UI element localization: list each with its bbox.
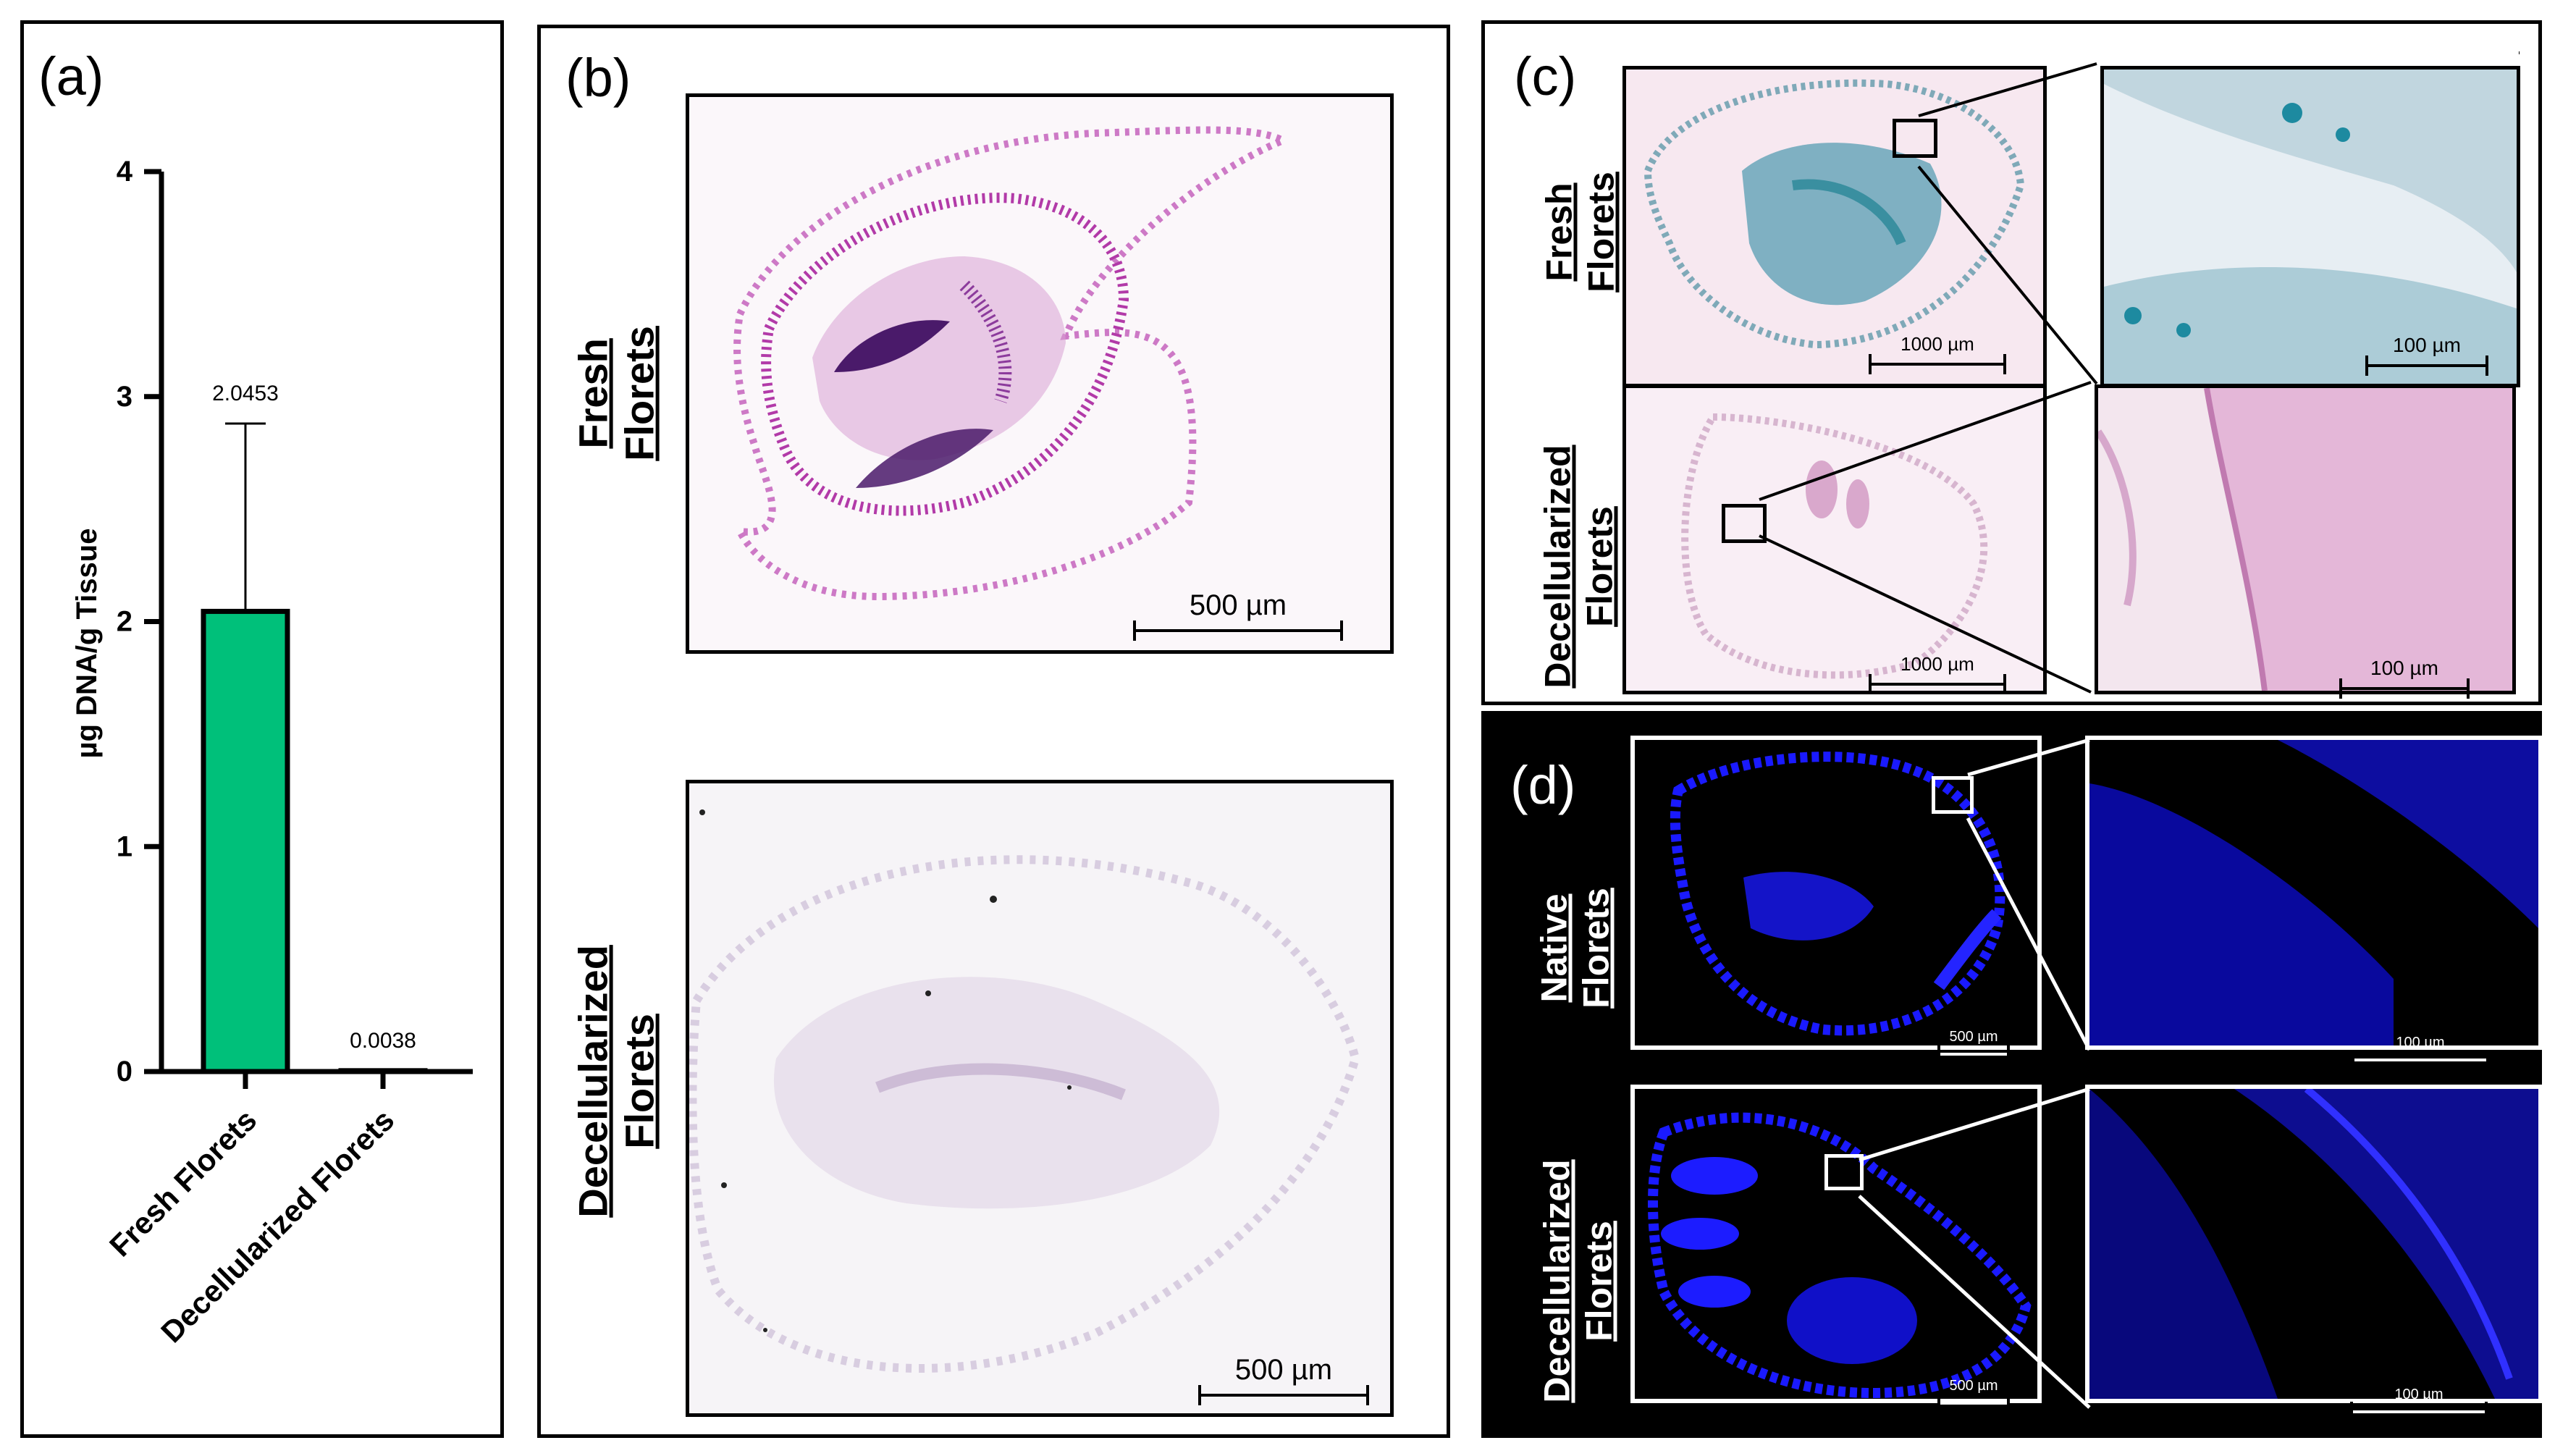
b-decell-image	[686, 780, 1394, 1417]
d-decell-zoom	[2085, 1085, 2543, 1403]
b-fresh-image	[686, 93, 1394, 654]
panel-d-label: (d)	[1510, 755, 1576, 815]
d-native-tissue	[1670, 752, 2005, 1036]
panel-a-label: (a)	[38, 46, 104, 106]
c-decell-zoom-tissue	[2098, 388, 2512, 691]
y-axis-label: µg DNA/g Tissue	[71, 529, 103, 759]
d-decell-zoom-scalebar: 100 µm	[2350, 1380, 2488, 1422]
y-tick-label: 4	[117, 156, 133, 188]
d-native-overview	[1630, 736, 2042, 1050]
c-fresh-tissue	[1643, 79, 2025, 349]
b-decell-tissue	[689, 809, 1360, 1373]
y-tick-label: 2	[117, 606, 132, 638]
b-decell-scalebar: 500 µm	[1198, 1331, 1369, 1405]
d-decell-roi	[1824, 1154, 1864, 1190]
c-decell-overview-scalebar: 1000 µm	[1869, 642, 2006, 694]
c-fresh-zoom-tissue	[2104, 70, 2517, 384]
c-fresh-zoom-line-top	[2519, 51, 2520, 54]
y-tick-label: 0	[117, 1056, 132, 1087]
y-tick-label: 3	[117, 381, 132, 413]
c-fresh-roi	[1893, 119, 1937, 158]
d-native-zoom	[2085, 736, 2543, 1050]
panel-b-label: (b)	[565, 48, 631, 108]
d-native-zoom-tissue	[2089, 740, 2538, 1045]
x-tick-label: Fresh Florets	[103, 1103, 263, 1263]
panel-c-label: (c)	[1514, 46, 1577, 106]
data-label: 2.0453	[212, 382, 279, 405]
b-fresh-tissue	[733, 126, 1292, 601]
d-native-overview-scalebar: 500 µm	[1937, 1022, 2010, 1064]
data-label: 0.0038	[350, 1029, 416, 1053]
d-decell-tissue	[1648, 1112, 2032, 1399]
c-decell-zoom	[2095, 384, 2516, 694]
x-tick-label: Decellularized Florets	[154, 1103, 400, 1349]
bar	[338, 1068, 428, 1074]
c-fresh-overview-scalebar: 1000 µm	[1869, 322, 2006, 374]
bar	[201, 608, 290, 1074]
d-decell-overview-scalebar: 500 µm	[1937, 1371, 2010, 1413]
c-decell-roi	[1722, 504, 1767, 543]
d-decell-overview	[1630, 1085, 2042, 1403]
c-fresh-zoom-scalebar: 100 µm	[2365, 324, 2488, 376]
d-decell-zoom-tissue	[2089, 1089, 2538, 1399]
c-decell-zoom-scalebar: 100 µm	[2339, 647, 2470, 699]
b-fresh-scalebar: 500 µm	[1133, 567, 1343, 641]
c-fresh-zoom	[2100, 66, 2520, 387]
y-tick-label: 1	[117, 830, 132, 862]
d-native-roi	[1932, 776, 1974, 814]
d-native-zoom-scalebar: 100 µm	[2352, 1028, 2489, 1070]
